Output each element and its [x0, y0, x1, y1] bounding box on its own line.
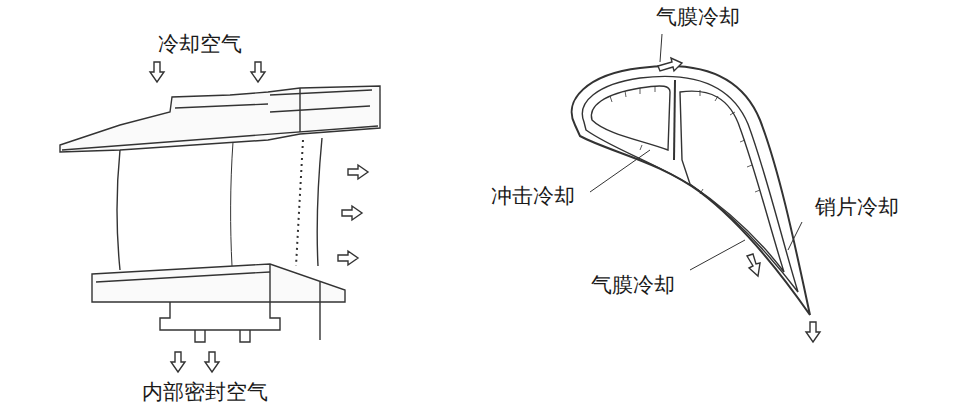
- airfoil-section: [572, 34, 820, 342]
- callout-label: 内部密封空气: [140, 381, 270, 404]
- callout-label: 气膜冷却: [654, 6, 742, 29]
- callout-label: 气膜冷却: [589, 274, 677, 297]
- callout-label: 冷却空气: [156, 33, 244, 56]
- vane-drawing: [60, 62, 380, 372]
- callout-label: 销片冷却: [813, 196, 901, 219]
- callout-label: 冲击冷却: [489, 185, 577, 208]
